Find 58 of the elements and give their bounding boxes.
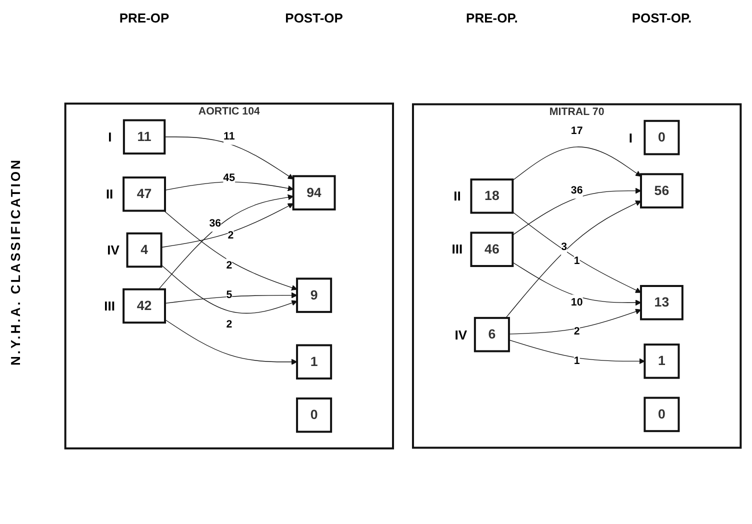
edge-label: 1 [574,255,580,267]
node-box: 56 [640,173,684,208]
node-box: 6 [474,316,510,352]
edge-label: 45 [223,172,236,184]
edge-label: 1 [574,355,580,367]
class-label: I [628,130,632,146]
arrow [158,194,294,290]
class-label: II [106,186,114,202]
node-box: 46 [470,232,514,268]
arrow [160,203,294,248]
class-label: III [104,298,115,314]
edge-label: 36 [570,184,583,196]
arrow [508,308,642,334]
column-heading: PRE-OP. [466,10,518,26]
column-heading: PRE-OP [119,10,170,26]
class-label: IV [107,242,120,258]
arrow [164,182,294,192]
edge-label: 2 [226,260,232,272]
node-box: 9 [296,278,332,313]
node-box: 1 [296,344,332,380]
arrow [164,319,298,365]
edge-label: 36 [209,218,222,230]
class-label: IV [454,327,468,342]
node-box: 4 [126,232,162,268]
column-heading: POST-OP. [632,10,692,26]
edge-label: 17 [570,126,583,137]
edge-label: 2 [228,230,234,242]
arrow [512,188,642,236]
arrow [505,200,642,318]
arrow [164,292,298,304]
node-box: 47 [122,176,166,212]
axis-label: N.Y.H.A. CLASSIFICATION [8,158,22,366]
arrow [512,262,642,306]
column-heading: POST-OP [285,10,343,26]
edge-label: 2 [574,326,580,338]
node-box: 13 [640,284,684,320]
arrow [164,136,294,180]
node-box: 0 [644,396,680,432]
node-box: 18 [470,178,514,214]
class-label: I [108,129,112,144]
node-box: 0 [296,397,332,433]
edge-label: 3 [561,242,567,253]
arrow [508,340,645,364]
node-box: 94 [292,175,336,210]
arrow [512,146,642,181]
node-box: 1 [644,344,680,379]
arrow [512,212,642,293]
arrow [160,264,298,314]
edge-label: 10 [570,296,583,308]
node-box: 0 [644,120,680,156]
edge-label: 11 [224,130,235,142]
node-box: 42 [122,288,166,324]
class-label: II [454,188,461,204]
node-box: 11 [122,119,166,155]
edge-label: 2 [226,318,232,330]
class-label: III [452,242,463,257]
arrow [164,210,298,290]
edge-label: 5 [226,289,232,301]
